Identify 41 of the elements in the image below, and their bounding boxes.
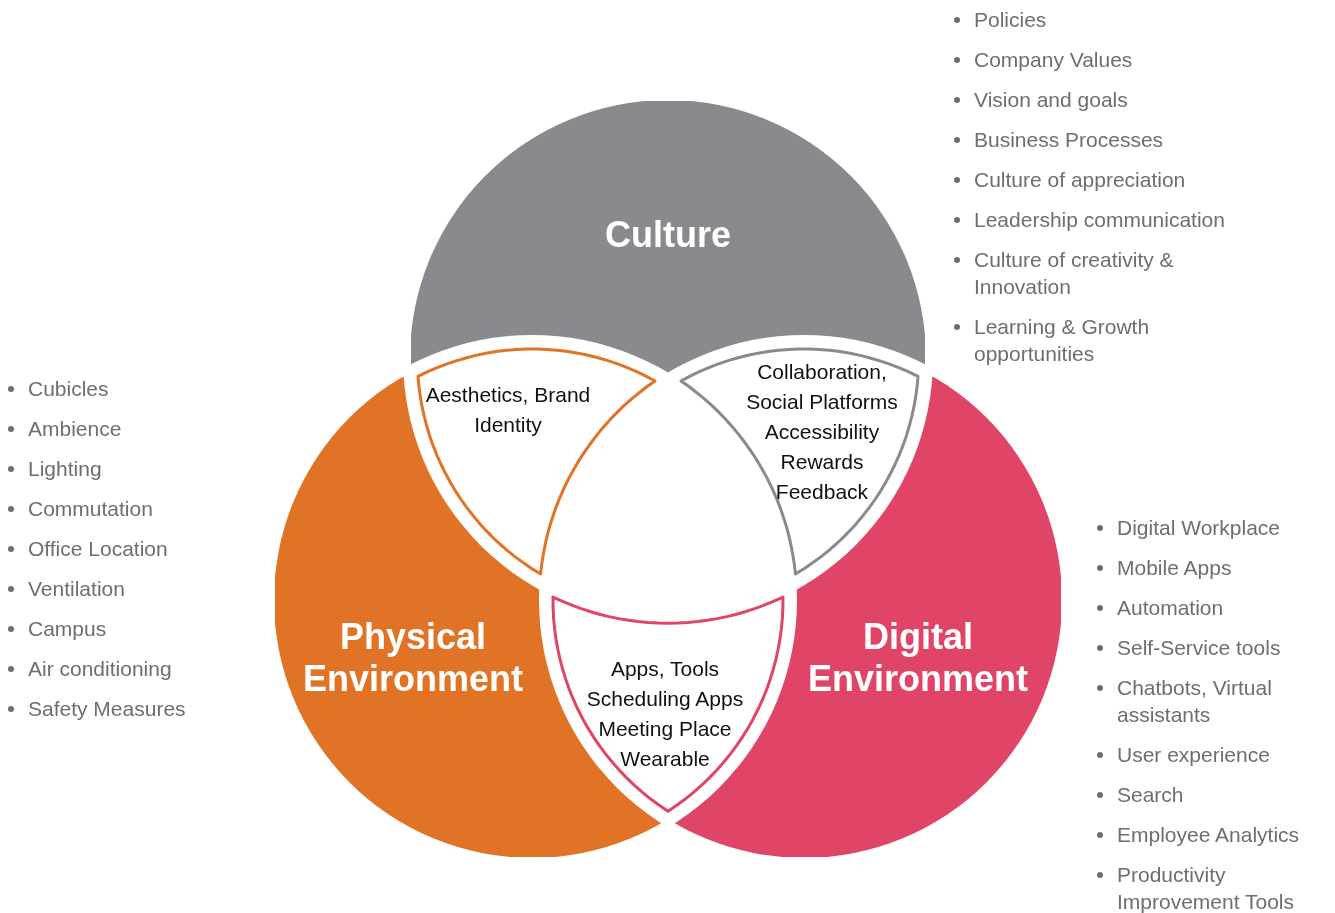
bullet-text: User experience: [1117, 742, 1270, 768]
overlap-area: [679, 347, 921, 577]
overlap-text: Aesthetics, Brand Identity: [424, 382, 592, 438]
bullet-text: Digital Workplace: [1117, 515, 1280, 541]
bullet-text: Culture of appreciation: [974, 167, 1186, 193]
overlap-text: Accessibility: [764, 419, 880, 445]
area-title: Culture: [605, 214, 731, 256]
bullet-text: Leadership communication: [974, 207, 1225, 233]
bullet-text: Lighting: [28, 456, 102, 482]
bullet-text: Policies: [974, 7, 1047, 33]
area-title: Physical Environment: [302, 616, 524, 700]
bullet-text: Office Location: [28, 536, 168, 562]
bullet-text: Business Processes: [974, 127, 1164, 153]
bullet-text: Vision and goals: [974, 87, 1128, 113]
bullet-text: Commutation: [28, 496, 153, 522]
bullet-text: Ambience: [28, 416, 122, 442]
overlap-text: Apps, Tools: [610, 656, 720, 682]
bullet-text: Productivity Improvement Tools: [1117, 862, 1296, 913]
bullet-text: Campus: [28, 616, 107, 642]
bullet-text: Cubicles: [28, 376, 109, 402]
overlap-text: Wearable: [620, 746, 710, 772]
area-title: Digital Environment: [807, 616, 1029, 700]
bullet-text: Mobile Apps: [1117, 555, 1232, 581]
bullet-text: Air conditioning: [28, 656, 172, 682]
bullet-text: Search: [1117, 782, 1184, 808]
overlap-area: [415, 347, 657, 577]
bullet-text: Automation: [1117, 595, 1224, 621]
bullet-text: Ventilation: [28, 576, 125, 602]
bullet-text: Safety Measures: [28, 696, 186, 722]
overlap-text: Meeting Place: [598, 716, 732, 742]
overlap-text: Scheduling Apps: [586, 686, 744, 712]
bullet-text: Chatbots, Virtual assistants: [1117, 675, 1273, 728]
overlap-area: [551, 594, 785, 813]
bullet-text: Self-Service tools: [1117, 635, 1281, 661]
bullet-text: Learning & Growth opportunities: [974, 314, 1151, 367]
overlap-text: Rewards: [780, 449, 864, 475]
overlap-text: Collaboration, Social Platforms: [745, 359, 899, 415]
bullet-text: Culture of creativity & Innovation: [974, 247, 1175, 300]
overlap-text: Feedback: [775, 479, 869, 505]
bullet-text: Company Values: [974, 47, 1133, 73]
bullet-text: Employee Analytics: [1117, 822, 1300, 848]
